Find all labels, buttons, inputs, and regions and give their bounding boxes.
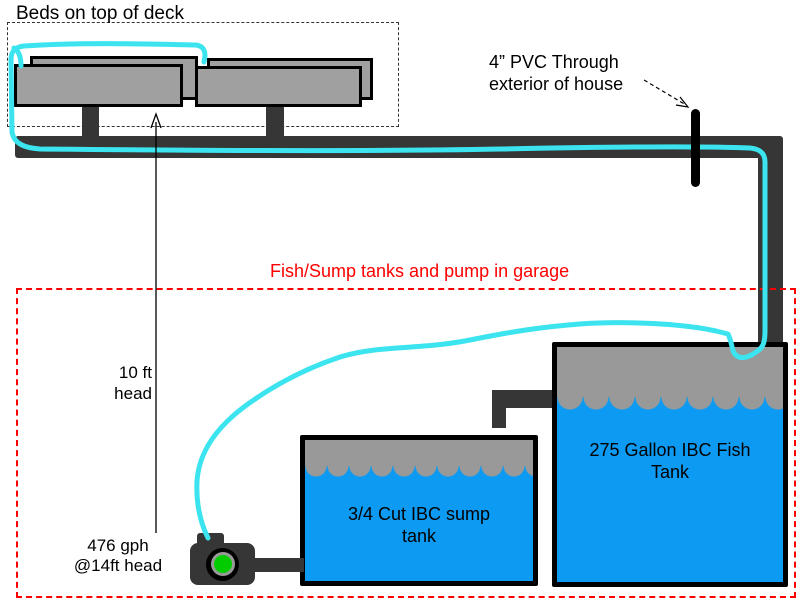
pump-indicator-icon xyxy=(213,555,232,573)
beds-caption: Beds on top of deck xyxy=(16,3,184,24)
pump-spec-caption-line1: 476 gph xyxy=(87,536,149,555)
pvc-caption-line1: 4” PVC Through xyxy=(489,52,619,72)
bed-support-leg xyxy=(82,104,99,137)
head-height-caption: 10 ft head xyxy=(88,362,152,404)
pump xyxy=(190,543,255,585)
pvc-callout-arrowhead-icon xyxy=(675,96,690,108)
deck-rail-pipe xyxy=(15,136,783,158)
pvc-callout-arrow-line xyxy=(643,79,687,106)
pump-outlet-pipe xyxy=(252,558,304,572)
pvc-caption: 4” PVC Through exterior of house xyxy=(489,51,623,95)
pvc-caption-line2: exterior of house xyxy=(489,74,624,94)
pump-impeller-housing xyxy=(206,547,239,581)
garage-caption: Fish/Sump tanks and pump in garage xyxy=(270,261,570,281)
head-height-caption-line1: 10 ft xyxy=(118,363,152,382)
pvc-through-wall-pipe xyxy=(691,109,700,187)
pump-impeller-ring xyxy=(210,552,235,576)
pump-spec-caption-line2: @14ft head xyxy=(73,556,163,575)
pump-spec-caption: 476 gph @14ft head xyxy=(60,536,176,576)
grow-bed-front-left xyxy=(14,64,183,107)
bed-support-leg xyxy=(266,104,284,137)
grow-bed-front-right xyxy=(195,66,362,107)
head-height-caption-line2: head xyxy=(114,384,152,403)
